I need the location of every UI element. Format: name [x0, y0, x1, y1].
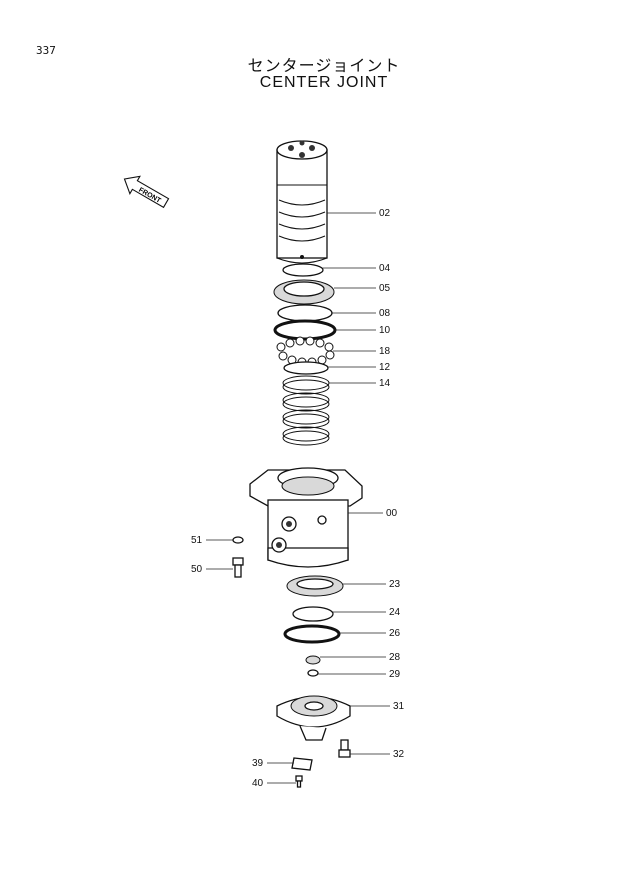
- callout-18: 18: [379, 346, 391, 357]
- callout-26: 26: [389, 628, 401, 639]
- part-08-ring: [277, 304, 333, 322]
- callout-23: 23: [389, 579, 401, 590]
- part-50-bolt: [232, 557, 244, 578]
- part-28-plug: [305, 655, 321, 665]
- part-12-14-seal-stack: [282, 361, 330, 446]
- front-arrow-icon: FRONT: [123, 175, 170, 209]
- part-02-spindle: [276, 140, 328, 264]
- callout-39: 39: [252, 758, 264, 769]
- part-24-retaining-ring: [292, 606, 334, 622]
- part-51-washer: [232, 536, 244, 544]
- part-05-flange: [273, 279, 335, 305]
- callout-28: 28: [389, 652, 401, 663]
- part-10-o-ring: [273, 319, 337, 341]
- callout-04: 04: [379, 263, 391, 274]
- title-japanese: センタージョイント: [247, 56, 401, 75]
- callout-29: 29: [389, 669, 401, 680]
- callout-31: 31: [393, 701, 405, 712]
- callout-08: 08: [379, 308, 391, 319]
- page-number: 337: [36, 44, 56, 57]
- callout-02: 02: [379, 208, 391, 219]
- part-32-bolt: [338, 739, 351, 758]
- part-31-cover: [276, 695, 351, 741]
- callout-12: 12: [379, 362, 391, 373]
- callout-50: 50: [191, 564, 203, 575]
- title-english: CENTER JOINT: [259, 74, 389, 91]
- part-26-o-ring: [283, 624, 341, 644]
- callout-00: 00: [386, 508, 398, 519]
- callout-10: 10: [379, 325, 391, 336]
- part-23-thrust-plate: [286, 575, 344, 597]
- callout-40: 40: [252, 778, 264, 789]
- part-04-ring: [282, 263, 324, 277]
- callout-14: 14: [379, 378, 391, 389]
- callout-51: 51: [191, 535, 203, 546]
- callout-32: 32: [393, 749, 405, 760]
- callouts: 02 04 05 08 10 18 12 14 00 51 50 23 24 2…: [191, 208, 405, 789]
- part-40-screw: [295, 775, 303, 788]
- callout-05: 05: [379, 283, 391, 294]
- part-00-body: [249, 467, 363, 568]
- callout-24: 24: [389, 607, 401, 618]
- part-29-o-ring: [307, 669, 319, 677]
- part-39-plate: [291, 757, 313, 771]
